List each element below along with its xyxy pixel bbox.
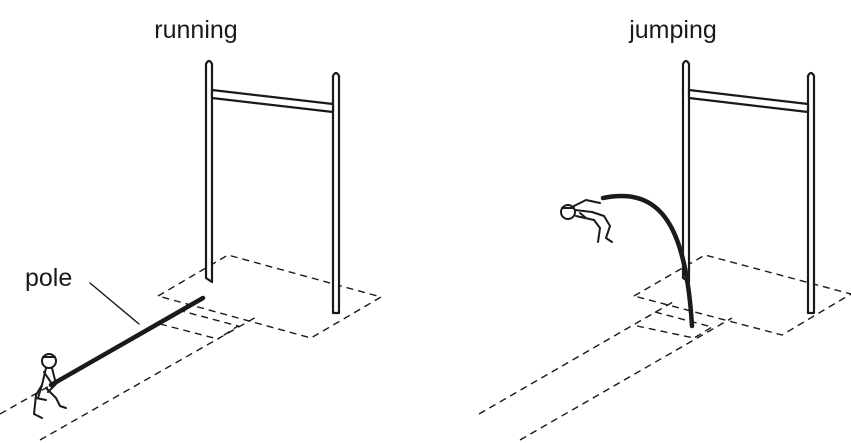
landing-mat-outline [632,254,851,336]
crossbar-uprights [681,59,816,315]
jumping-panel: jumping [478,16,851,441]
pole [48,295,206,388]
pole-leader-line [89,282,140,325]
pole-label: pole [25,264,72,292]
jumping-athlete [560,199,613,243]
running-panel: running pole [0,16,383,441]
running-athlete [33,353,67,419]
left-upright [204,59,214,284]
running-title: running [154,16,237,44]
left-upright [681,59,691,284]
crossbar [210,88,335,114]
runway-outline [0,299,259,441]
crossbar-uprights [204,59,341,315]
runway-outline [478,301,733,441]
right-upright [806,71,816,315]
jumping-title: jumping [628,16,717,44]
right-upright [331,71,341,315]
landing-mat-outline [156,254,383,339]
bent-pole [600,193,695,329]
crossbar [687,88,810,114]
